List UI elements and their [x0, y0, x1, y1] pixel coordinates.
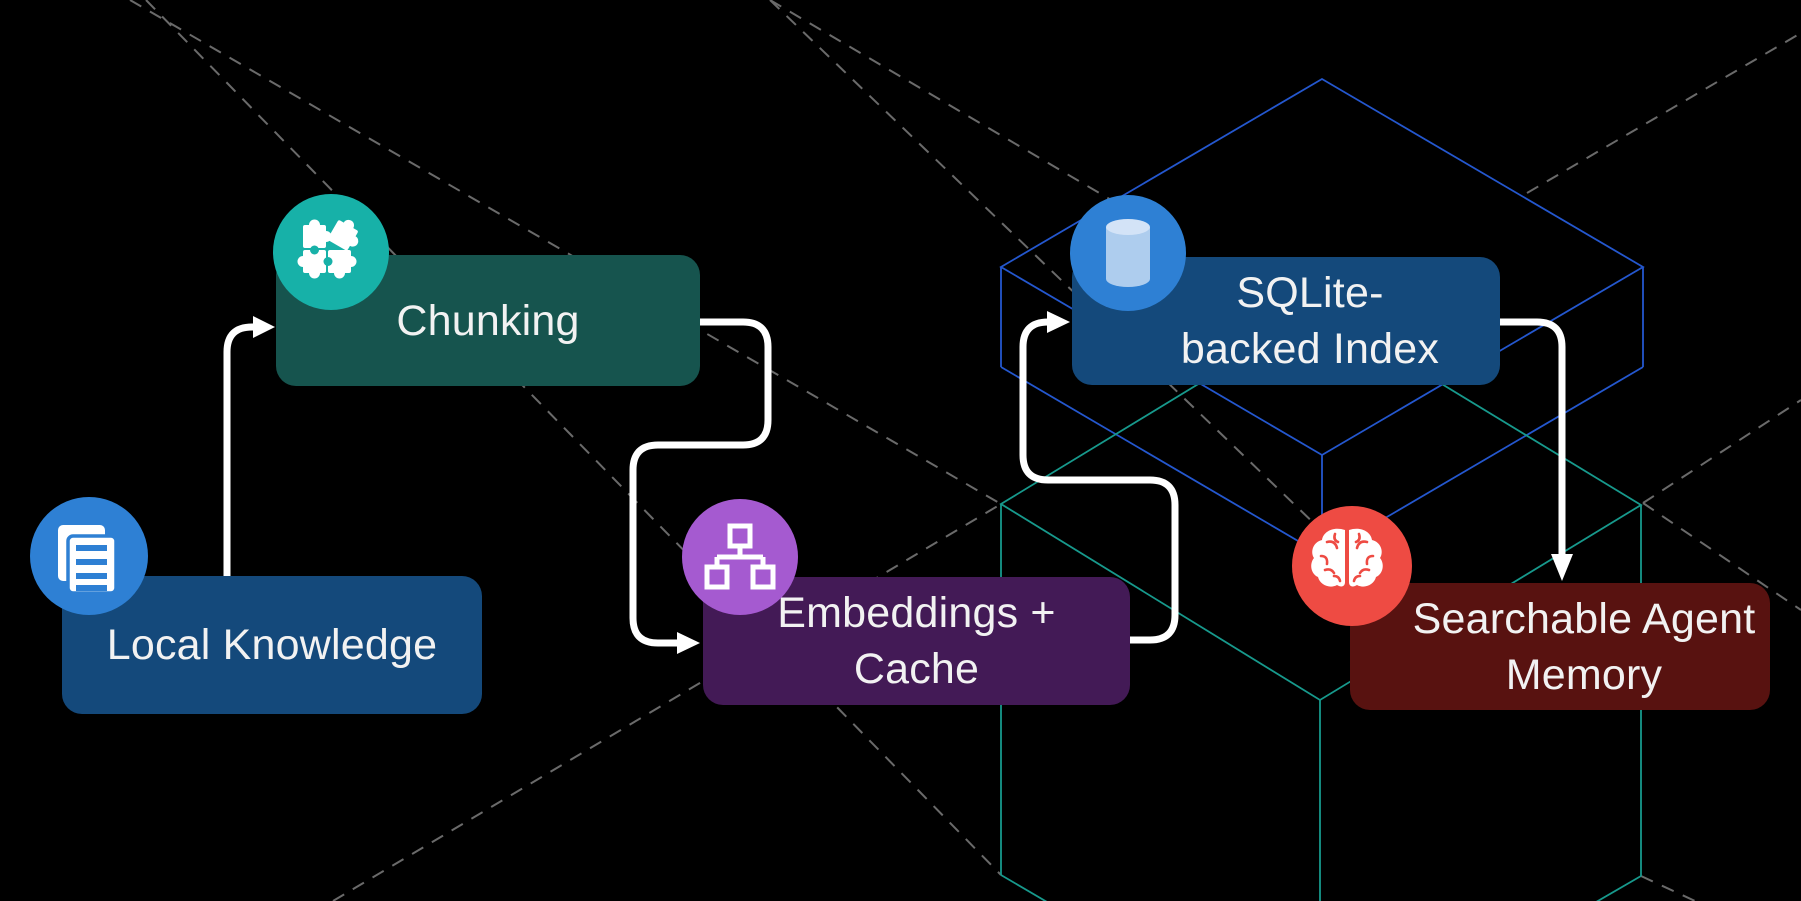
dashed-line [1526, 32, 1801, 194]
dashed-line [1640, 875, 1696, 901]
node-label: Cache [853, 645, 980, 693]
node-label: Embeddings + [777, 589, 1056, 637]
flow-arrow-local-to-chunking [223, 316, 275, 580]
dashed-grid-lines [129, 0, 1801, 901]
node-local-knowledge: Local Knowledge [62, 576, 482, 714]
node-label: Searchable Agent [1412, 594, 1756, 643]
dashed-line [129, 0, 1002, 505]
hierarchy-icon [682, 499, 798, 615]
dashed-line [1642, 502, 1801, 611]
node-label: Chunking [396, 296, 580, 345]
documents-icon [30, 497, 148, 615]
brain-icon [1292, 506, 1412, 626]
flow-arrow-embeddings-to-sqlite [1019, 311, 1179, 644]
flow-arrow-sqlite-to-memory [1496, 318, 1573, 581]
node-label: SQLite- [1236, 269, 1384, 317]
node-label: backed Index [1180, 325, 1440, 373]
dashed-line [332, 503, 1002, 901]
dashed-line [769, 0, 1114, 202]
node-label: Memory [1505, 650, 1663, 699]
flow-arrow-chunking-to-embeddings [629, 318, 772, 654]
dashed-line [145, 0, 1002, 876]
puzzle-icon [273, 194, 389, 310]
node-label: Local Knowledge [106, 621, 438, 669]
dashed-line [769, 0, 1323, 532]
database-icon [1070, 195, 1186, 311]
node-searchable-agent-memory: Searchable Agent Memory [1350, 583, 1770, 710]
dashed-line [1642, 399, 1801, 504]
